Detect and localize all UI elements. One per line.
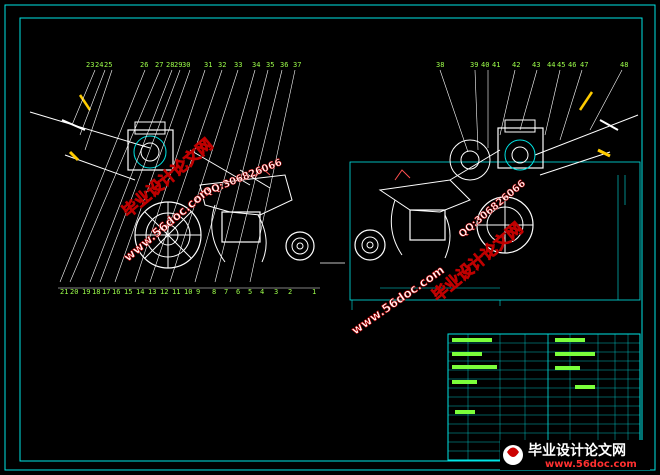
part-number-label: 9	[196, 288, 200, 296]
part-number-label: 24	[95, 61, 103, 69]
part-number-label: 33	[234, 61, 242, 69]
left-leader-lines	[59, 69, 296, 283]
part-number-label: 21	[60, 288, 68, 296]
part-number-label: 45	[557, 61, 565, 69]
part-number-label: 47	[580, 61, 588, 69]
part-number-label: 16	[112, 288, 120, 296]
part-number-label: 28	[166, 61, 174, 69]
part-number-label: 32	[218, 61, 226, 69]
part-number-label: 48	[620, 61, 628, 69]
part-number-label: 23	[86, 61, 94, 69]
watermark-site-text: 毕业设计论文网	[118, 135, 216, 222]
part-number-label: 39	[470, 61, 478, 69]
part-number-label: 44	[547, 61, 555, 69]
part-number-label: 25	[104, 61, 112, 69]
part-number-label: 26	[140, 61, 148, 69]
right-harvester-assembly	[354, 91, 639, 261]
part-number-label: 37	[293, 61, 301, 69]
part-number-label: 14	[136, 288, 144, 296]
part-number-label: 12	[160, 288, 168, 296]
part-number-label: 30	[182, 61, 190, 69]
part-number-label: 40	[481, 61, 489, 69]
footer-logo-name: 毕业设计论文网	[528, 442, 626, 459]
footer-logo-url: www.56doc.com	[545, 459, 637, 470]
part-number-label: 2	[288, 288, 292, 296]
part-number-label: 17	[102, 288, 110, 296]
part-number-label: 18	[92, 288, 100, 296]
left-harvester-assembly	[29, 94, 315, 269]
part-number-label: 29	[174, 61, 182, 69]
part-number-label: 43	[532, 61, 540, 69]
part-number-label: 20	[70, 288, 78, 296]
part-number-label: 15	[124, 288, 132, 296]
watermark-qq-1: QQ:306826066	[202, 157, 284, 199]
part-number-label: 5	[248, 288, 252, 296]
part-number-label: 6	[236, 288, 240, 296]
part-number-label: 46	[568, 61, 576, 69]
part-number-label: 3	[274, 288, 278, 296]
part-number-label: 27	[155, 61, 163, 69]
part-number-label: 31	[204, 61, 212, 69]
part-number-label: 35	[266, 61, 274, 69]
part-number-label: 4	[260, 288, 264, 296]
part-number-label: 1	[312, 288, 316, 296]
drawing-frame	[4, 4, 656, 471]
right-leader-lines	[439, 69, 623, 153]
part-number-label: 10	[184, 288, 192, 296]
watermark-site-name-1: 毕业设计论文网	[118, 134, 217, 222]
part-number-label: 11	[172, 288, 180, 296]
part-number-label: 38	[436, 61, 444, 69]
part-number-label: 36	[280, 61, 288, 69]
part-number-label: 42	[512, 61, 520, 69]
svg-text:QQ:306826066: QQ:306826066	[202, 157, 284, 199]
part-number-label: 34	[252, 61, 260, 69]
footer-logo: 毕业设计论文网 www.56doc.com	[500, 440, 650, 470]
part-number-label: 41	[492, 61, 500, 69]
part-number-label: 7	[224, 288, 228, 296]
part-number-label: 8	[212, 288, 216, 296]
part-number-label: 19	[82, 288, 90, 296]
part-number-label: 13	[148, 288, 156, 296]
